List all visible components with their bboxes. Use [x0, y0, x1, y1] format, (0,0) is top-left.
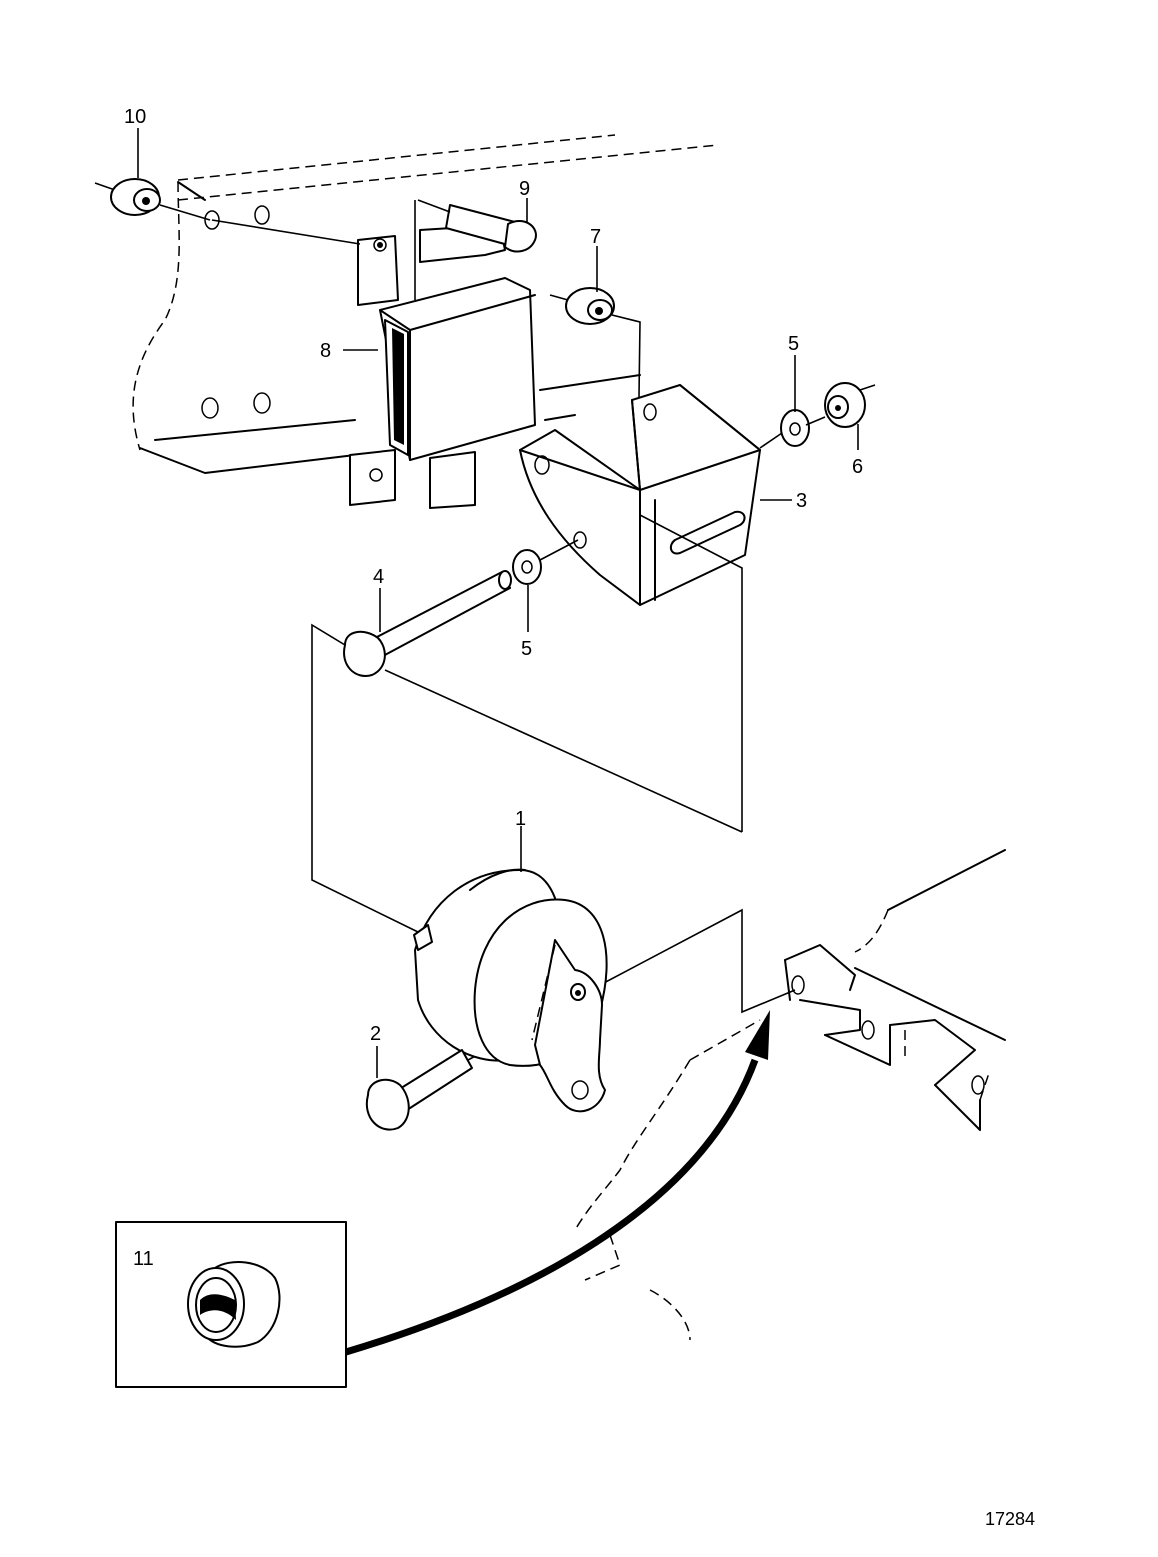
callout-8: 8 [320, 340, 331, 362]
callout-7: 7 [590, 226, 601, 248]
callout-leaders [137, 128, 859, 1078]
bolt-part-4 [343, 570, 512, 677]
callout-5-lower: 5 [521, 638, 532, 660]
callout-10: 10 [124, 106, 146, 128]
callout-4: 4 [373, 566, 384, 588]
inset-detail-part-11 [115, 1221, 347, 1388]
callout-5-upper: 5 [788, 333, 799, 355]
drawing-number: 17284 [985, 1509, 1035, 1529]
control-unit-part-8 [211, 200, 536, 509]
washer-part-5-upper [759, 409, 810, 449]
callout-labels: 10 9 7 8 5 6 3 4 5 1 2 11 [124, 106, 863, 1270]
chassis-bracket [784, 849, 1006, 1131]
callout-2: 2 [370, 1023, 381, 1045]
nut-part-10 [94, 178, 211, 221]
callout-6: 6 [852, 456, 863, 478]
reference-arrow [344, 1010, 770, 1356]
bracket-part-3 [519, 384, 761, 832]
callout-9: 9 [519, 178, 530, 200]
nut-part-6 [805, 382, 876, 428]
callout-3: 3 [796, 490, 807, 512]
frame-rail [132, 134, 719, 474]
bolt-part-9 [417, 199, 537, 253]
callout-11: 11 [133, 1248, 154, 1270]
callout-1: 1 [515, 808, 526, 830]
washer-part-5-lower [512, 539, 579, 585]
engine-outline [574, 1019, 761, 1341]
engine-mount-part-1 [413, 868, 608, 1113]
bolt-part-2 [365, 1049, 473, 1131]
